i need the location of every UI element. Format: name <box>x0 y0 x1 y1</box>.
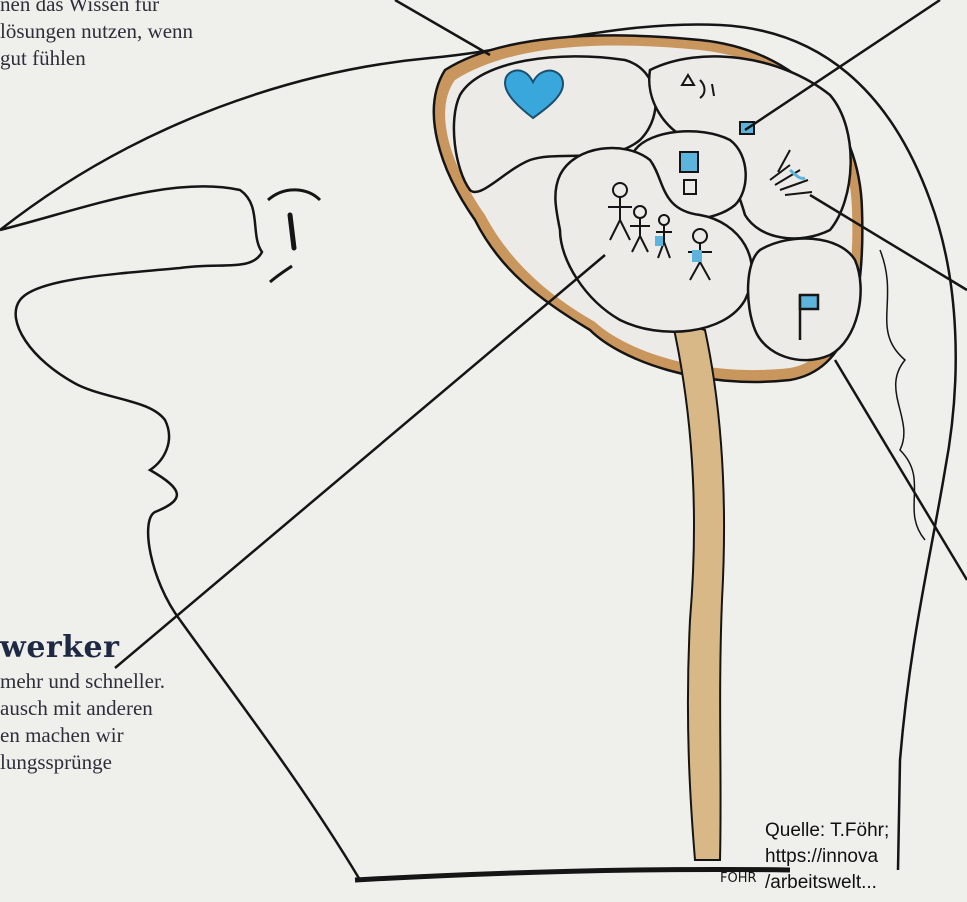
top-caption-line: nen das Wissen für <box>0 0 193 18</box>
neck-back <box>180 620 360 880</box>
top-caption-line: gut fühlen <box>0 45 193 72</box>
artist-signature: FÖHR <box>720 869 757 886</box>
bottom-caption-line: lungssprünge <box>0 749 165 776</box>
pointer-heart <box>395 0 490 55</box>
eyebrow <box>268 190 320 200</box>
source-line: Quelle: T.Föhr; <box>765 818 889 844</box>
eye <box>290 215 294 248</box>
brain-stem <box>672 320 724 860</box>
source-credit: Quelle: T.Föhr; https://innova /arbeitsw… <box>765 818 889 896</box>
pointer-flag <box>835 360 967 580</box>
source-link[interactable]: https://innova <box>765 844 889 870</box>
bottom-caption-line: en machen wir <box>0 722 165 749</box>
nostril <box>270 266 292 282</box>
bottom-caption-line: mehr und schneller. <box>0 668 165 695</box>
bottom-caption-title: werker <box>0 628 165 668</box>
top-caption-line: lösungen nutzen, wenn <box>0 18 193 45</box>
pointer-people <box>115 255 605 668</box>
top-caption: nen das Wissen für lösungen nutzen, wenn… <box>0 0 193 72</box>
bottom-caption-line: ausch mit anderen <box>0 695 165 722</box>
face-profile <box>0 186 262 620</box>
bottom-caption: werker mehr und schneller. ausch mit and… <box>0 628 165 776</box>
source-line: /arbeitswelt... <box>765 870 889 896</box>
